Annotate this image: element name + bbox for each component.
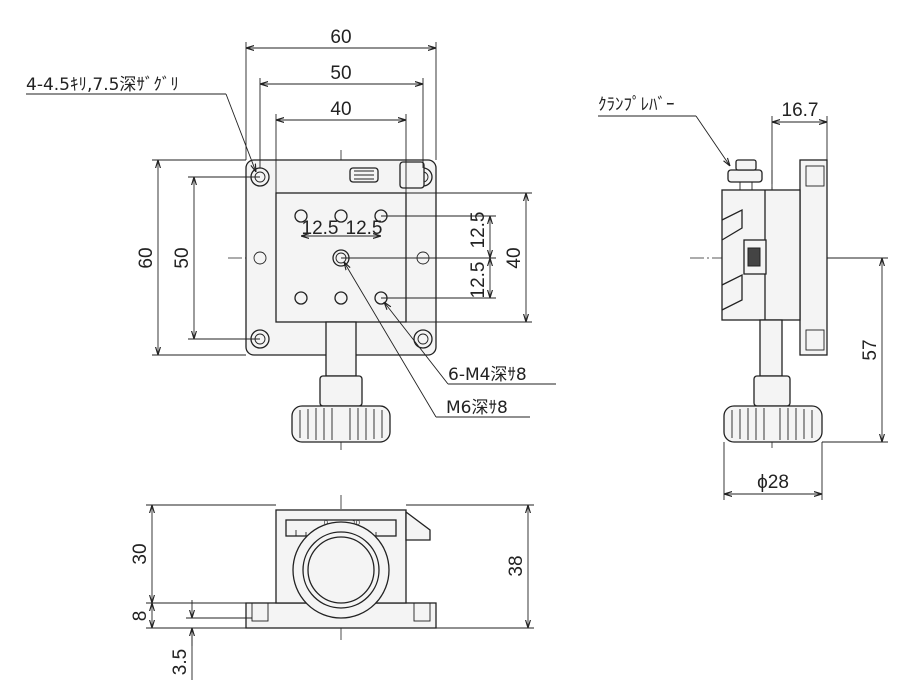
dim-height-60: 60	[136, 247, 157, 268]
feed-knob	[291, 405, 391, 443]
m4-holes	[294, 209, 388, 305]
dim-height-40: 40	[504, 247, 525, 268]
dim-16-7: 16.7	[782, 100, 819, 121]
front-clamp-lever	[405, 510, 431, 541]
side-knob	[723, 405, 823, 443]
feed-screw-shaft	[325, 321, 357, 377]
side-base-plate	[799, 159, 828, 356]
note-clamp-lever: ｸﾗﾝﾌﾟﾚﾊﾞｰ	[598, 95, 675, 115]
side-clamp-lever	[727, 169, 763, 183]
dim-width-60: 60	[330, 27, 351, 48]
scale-label-ten: 10	[352, 520, 360, 527]
note-m4-holes: 6-M4深ｻ8	[448, 365, 527, 385]
side-shaft	[759, 319, 783, 377]
dim-38: 38	[506, 555, 527, 576]
note-counterbore: 4-4.5ｷﾘ,7.5深ｻﾞｸﾞﾘ	[26, 75, 179, 95]
knob-knurl	[299, 408, 383, 440]
front-view: 0 10 30 8 3.5 38	[130, 495, 534, 680]
dim-12-5-left: 12.5	[302, 218, 339, 239]
dim-3-5: 3.5	[170, 649, 191, 675]
dim-12-5-right: 12.5	[346, 218, 383, 239]
feed-screw-collar	[319, 375, 363, 407]
scale-label-zero: 0	[324, 520, 328, 527]
dim-30: 30	[130, 543, 151, 564]
front-knob-outer	[292, 521, 390, 619]
dim-57: 57	[860, 339, 881, 360]
dim-height-50: 50	[172, 247, 193, 268]
dim-phi-28: ϕ28	[757, 472, 789, 493]
dim-8: 8	[130, 611, 151, 622]
top-view: 60 50 40 60 50 40 12.5 12.5	[26, 27, 556, 450]
dim-width-40: 40	[330, 99, 351, 120]
dim-width-50: 50	[330, 63, 351, 84]
side-collar	[753, 375, 791, 407]
note-m6-hole: M6深ｻ8	[446, 398, 508, 418]
side-view: 16.7 57 ϕ28 ｸﾗﾝﾌﾟﾚﾊﾞｰ	[598, 95, 888, 500]
dim-12-5-lower: 12.5	[468, 262, 489, 299]
dim-12-5-upper: 12.5	[468, 212, 489, 249]
